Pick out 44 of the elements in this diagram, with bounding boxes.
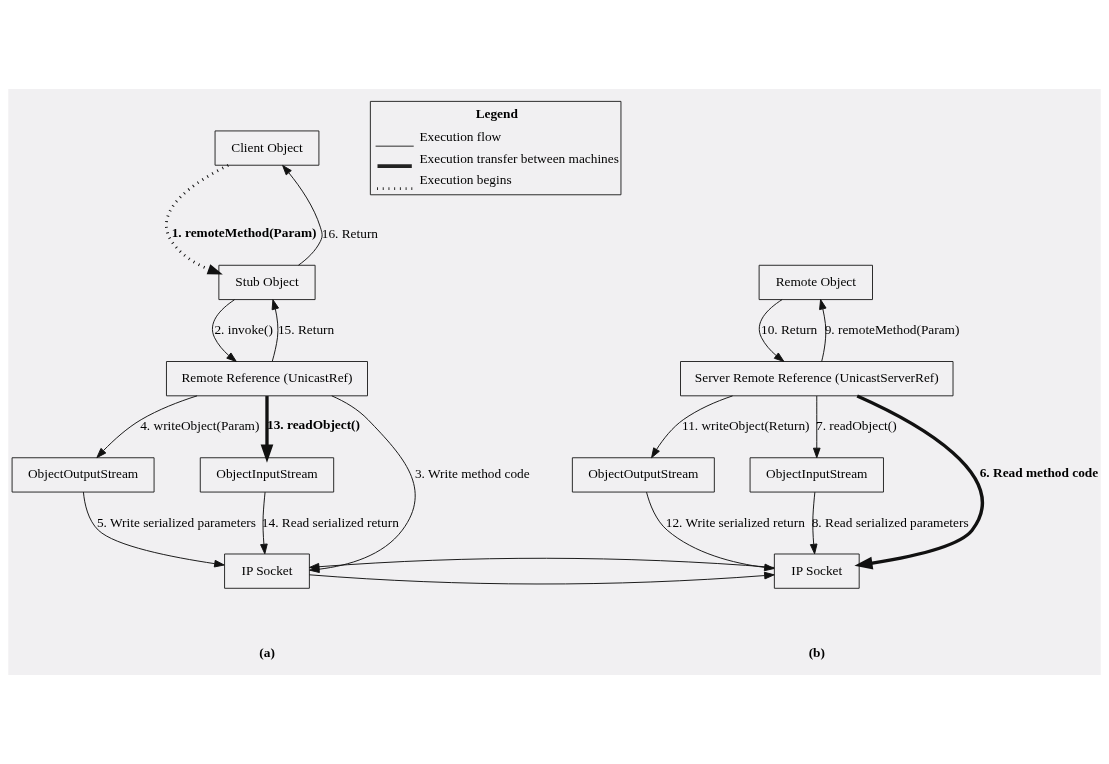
edge-label: 16. Return — [321, 225, 379, 241]
node-box: Remote Reference (UnicastRef) — [165, 361, 368, 397]
arrow — [165, 164, 229, 275]
edge-label: 1. remoteMethod(Param) — [171, 224, 317, 240]
arrow — [271, 299, 280, 362]
edge-label: 2. invoke() — [214, 322, 273, 338]
node-box: ObjectOutputStream — [571, 457, 715, 493]
arrow — [854, 394, 984, 570]
arrow — [96, 395, 198, 459]
legend-label: Execution flow — [419, 128, 502, 144]
edge-label: 10. Return — [761, 322, 818, 338]
arrow — [812, 395, 821, 459]
edge-label: 14. Read serialized return — [261, 514, 399, 530]
edge-label: 12. Write serialized return — [665, 514, 805, 530]
legend-label: Execution transfer between machines — [419, 150, 619, 166]
arrow — [819, 299, 827, 362]
legend-label: Execution begins — [419, 172, 512, 188]
arrow — [82, 491, 225, 568]
node-box: ObjectInputStream — [199, 457, 335, 493]
arrow — [260, 491, 268, 555]
edge-label: 7. readObject() — [815, 418, 897, 434]
edge-label: 5. Write serialized parameters — [96, 514, 257, 530]
edge-label: 6. Read method code — [979, 465, 1099, 481]
arrow — [308, 571, 775, 585]
node-box: Remote Object — [758, 264, 873, 301]
edge-label: 4. writeObject(Param) — [140, 418, 260, 434]
label: (b) — [808, 644, 825, 660]
node-box: Server Remote Reference (UnicastServerRef) — [680, 361, 954, 397]
arrow — [651, 395, 734, 459]
label: Legend — [475, 105, 518, 121]
node-box: IP Socket — [773, 553, 860, 589]
arrow — [260, 396, 274, 463]
arrow — [758, 299, 785, 362]
edge-label: 11. writeObject(Return) — [682, 418, 810, 434]
node-box: ObjectOutputStream — [11, 457, 155, 493]
edge-label: 15. Return — [277, 322, 335, 338]
node-box: IP Socket — [224, 553, 310, 589]
node-box: Stub Object — [218, 264, 316, 301]
arrow — [282, 164, 323, 266]
node-box: ObjectInputStream — [749, 457, 884, 493]
arrow — [212, 299, 237, 362]
node-box: Client Object — [214, 130, 320, 166]
label: (a) — [259, 644, 275, 660]
edge-label: 3. Write method code — [414, 466, 530, 482]
